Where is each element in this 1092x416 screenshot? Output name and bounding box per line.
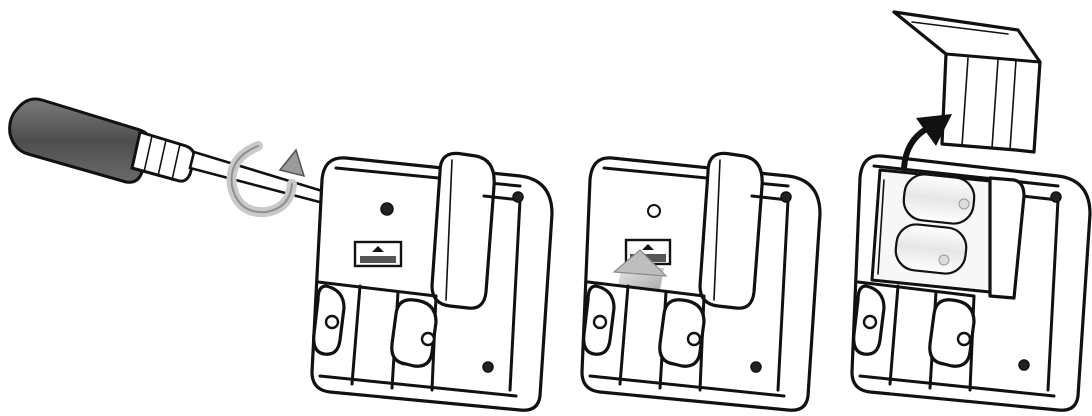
- empty-screw-hole: [648, 205, 660, 217]
- step-2-slide-latch: [582, 153, 820, 410]
- screw-icon: [381, 203, 393, 215]
- screwdriver-icon: [10, 99, 372, 210]
- battery-icon: [894, 222, 968, 275]
- device-unscrewed: [582, 153, 820, 410]
- step-1-unscrew: [10, 99, 552, 410]
- device-open: [852, 156, 1090, 410]
- latch: [355, 242, 401, 266]
- battery-icon: [902, 172, 976, 225]
- device-closed: [312, 153, 552, 410]
- step-3-open-cover: [852, 12, 1090, 410]
- battery-cover: [894, 12, 1040, 152]
